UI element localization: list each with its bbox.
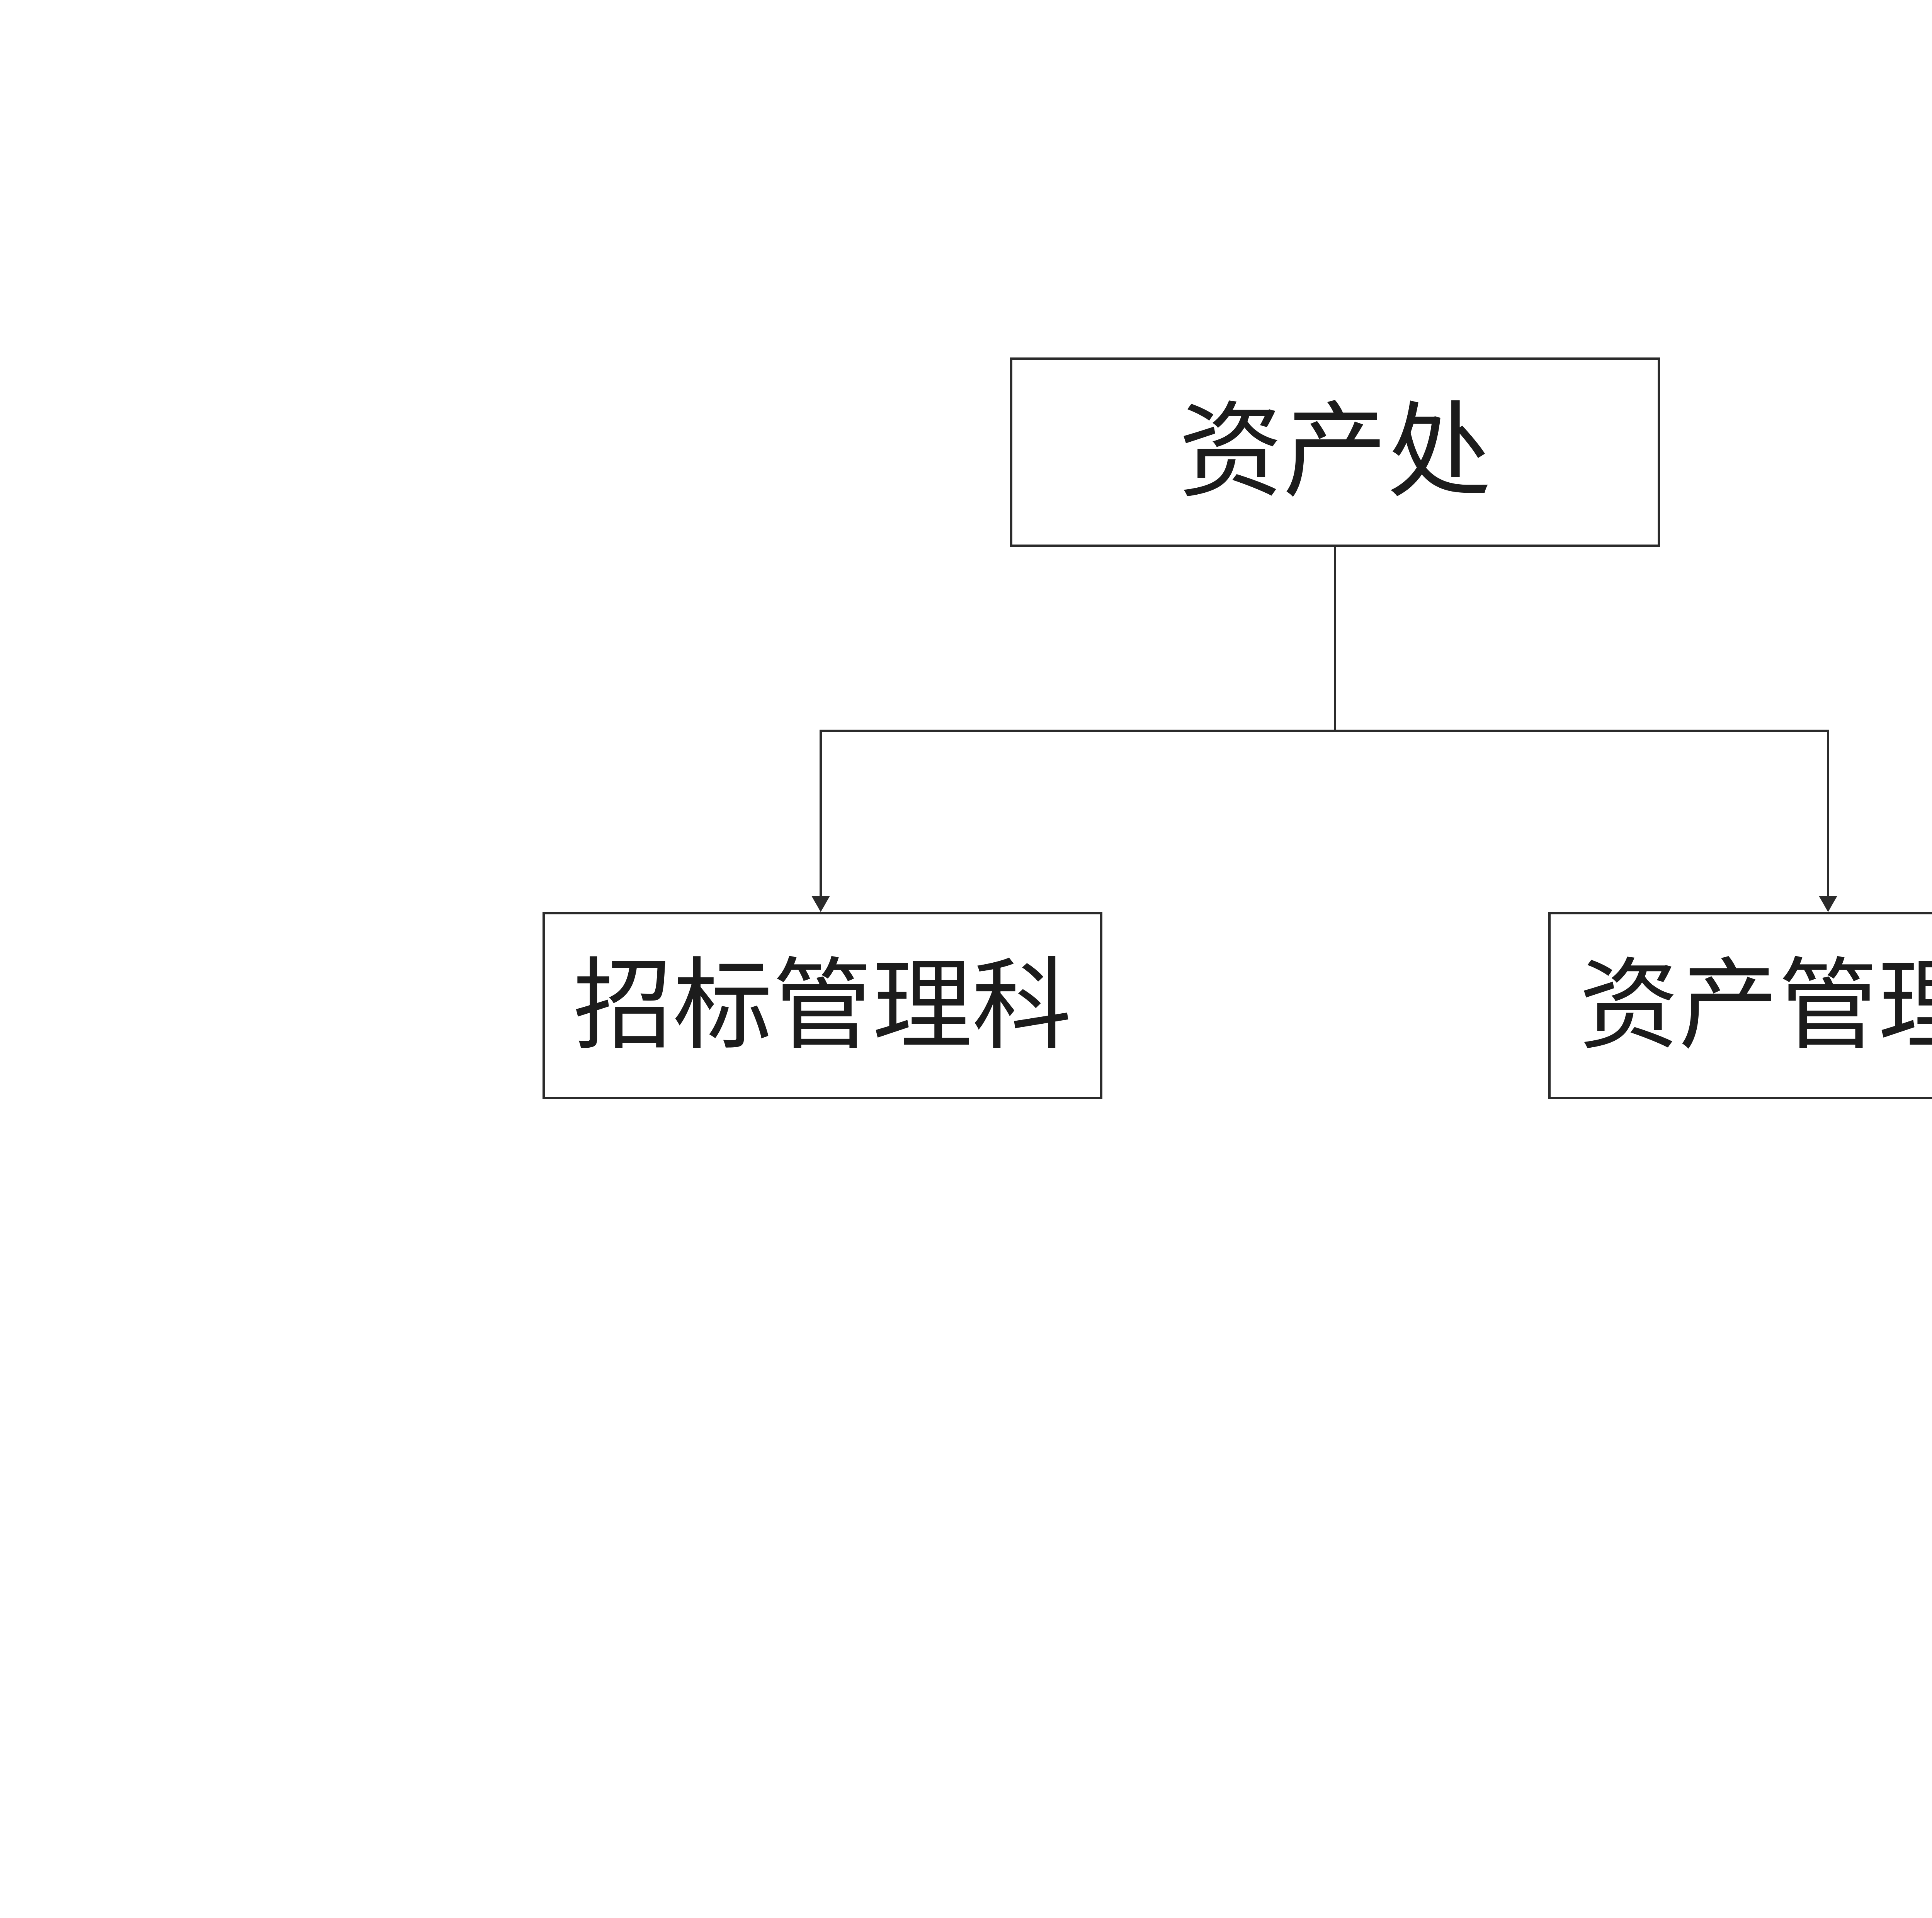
down-arrowhead-right-icon	[1819, 896, 1837, 912]
down-arrowhead-left-icon	[811, 896, 830, 912]
connector-left-drop-line	[820, 730, 822, 898]
node-assets-office-label: 资产处	[1179, 394, 1492, 510]
node-asset-management-section-label: 资产管理科	[1579, 950, 1932, 1061]
connector-right-drop-line	[1827, 730, 1829, 898]
connector-horizontal-line	[820, 730, 1829, 732]
node-assets-office: 资产处	[1010, 357, 1660, 547]
node-bidding-management-section: 招标管理科	[543, 912, 1102, 1099]
connector-trunk-line	[1334, 546, 1336, 732]
node-asset-management-section: 资产管理科	[1548, 912, 1932, 1099]
node-bidding-management-section-label: 招标管理科	[573, 950, 1072, 1061]
